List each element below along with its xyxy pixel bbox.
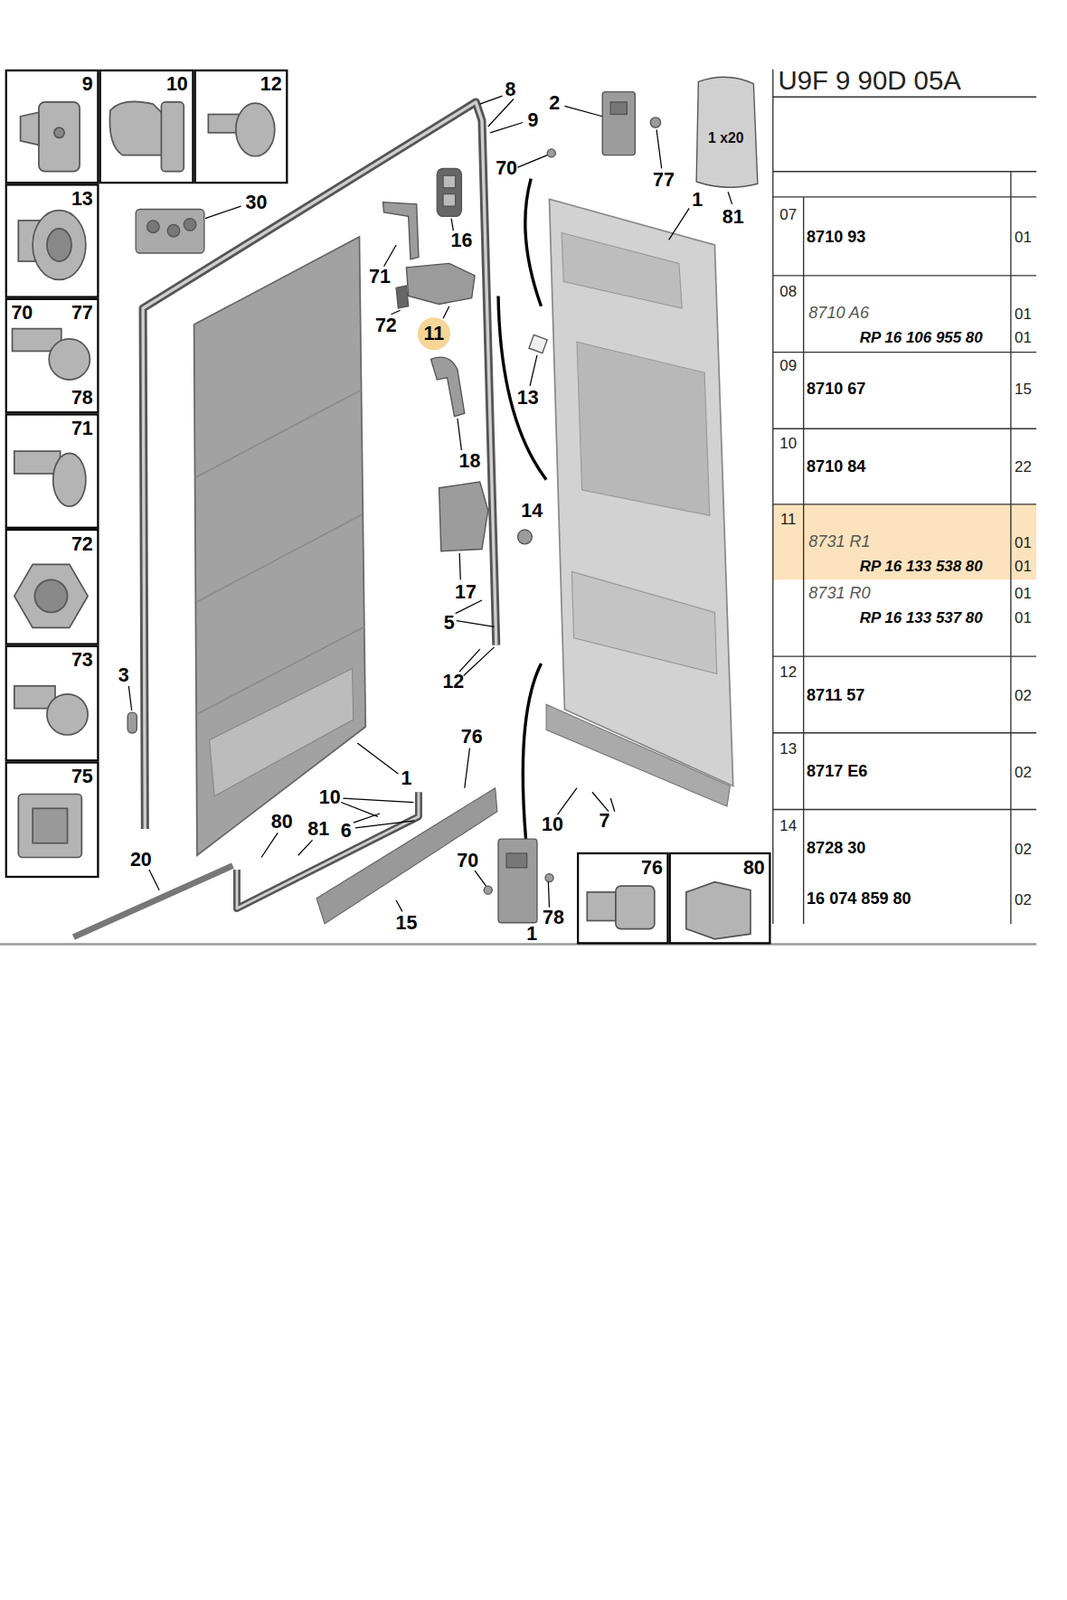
part-reference: 8710 84 [806,457,866,476]
callout-number: 76 [641,856,663,879]
row-index: 13 [779,739,797,757]
quantity-cell: 01 [1014,304,1032,322]
row-index: 10 [779,434,797,452]
callout-number: 20 [130,848,152,871]
callout-number: 1 [400,767,412,791]
part-thumbnail-box: 75 [5,761,100,879]
part-reference: RP 16 133 537 80 [859,609,983,627]
part-reference: RP 16 133 538 80 [859,557,983,575]
callout-number: 12 [260,73,283,96]
callout-number: 10 [166,73,189,96]
callout-number: 17 [454,581,477,605]
callout-number: 80 [271,811,293,834]
part-reference: RP 16 106 955 80 [859,328,983,346]
callout-number: 13 [71,188,94,211]
quantity-cell: 01 [1014,328,1032,346]
part-thumbnail-box: 10 [99,69,195,184]
callout-number: 14 [520,500,543,523]
row-index: 09 [779,357,797,375]
row-index: 07 [779,206,797,224]
quantity-cell: 02 [1014,686,1032,704]
callout-number: 72 [71,532,94,556]
quantity-cell: 01 [1014,584,1032,602]
callout-number: 8 [505,78,517,102]
callout-number: 30 [245,191,267,215]
part-reference: 8710 67 [806,379,866,398]
quantity-note: 1 x20 [708,129,745,146]
callout-number: 2 [548,92,560,115]
callout-number: 78 [71,387,94,410]
callout-number: 72 [375,314,397,338]
callout-number: 12 [442,670,464,694]
callout-number: 6 [340,820,352,843]
part-thumbnail-box: 73 [5,645,100,763]
quantity-cell: 15 [1014,380,1032,398]
part-thumbnail-box: 72 [5,528,100,646]
row-index: 11 [780,509,797,528]
callout-number: 9 [82,73,94,96]
callout-number: 78 [542,906,565,930]
part-reference: 8717 E6 [806,763,868,782]
callout-number: 9 [527,109,539,133]
callout-number: 70 [456,849,479,872]
quantity-cell: 01 [1014,227,1032,246]
part-thumbnail-box: 13 [5,183,100,298]
part-reference: 8710 93 [806,227,866,246]
callout-number: 75 [71,765,94,789]
part-thumbnail-box: 76 [576,852,670,945]
row-index: 12 [779,662,797,680]
callout-number: 81 [307,817,330,841]
callout-number: 5 [443,611,455,634]
callout-number: 71 [368,265,391,289]
part-reference: 8711 57 [806,686,865,705]
callout-number: 70 [10,302,33,325]
quantity-cell: 22 [1014,457,1032,475]
quantity-cell: 02 [1014,890,1032,908]
callout-number: 16 [450,229,473,253]
callout-number: 73 [71,649,94,672]
callout-number: 81 [722,206,745,229]
quantity-cell: 02 [1014,840,1032,858]
part-thumbnail-box: 80 [669,852,772,945]
part-thumbnail-box: 9 [5,69,100,184]
part-thumbnail-box: 70 77 78 [5,298,100,415]
callout-number: 13 [517,387,539,410]
quantity-cell: 01 [1014,609,1032,627]
callout-number: 1 [526,923,538,946]
part-reference: 8731 R0 [808,584,870,603]
callout-number: 18 [458,450,481,473]
callout-number: 15 [395,911,417,935]
part-reference: 8728 30 [806,839,866,858]
callout-number: 10 [541,813,564,837]
callout-number: 11 [424,322,445,346]
part-thumbnail-box: 71 [5,413,100,529]
callout-number: 77 [71,302,94,325]
quantity-cell: 01 [1014,557,1032,575]
part-reference: 16 074 859 80 [806,890,912,909]
callout-number: 1 [691,188,703,212]
quantity-cell: 01 [1014,533,1032,551]
row-index: 14 [779,816,797,834]
callout-number: 80 [743,856,765,879]
callout-number: 71 [71,417,94,441]
callout-number: 77 [652,168,675,191]
callout-number: 10 [319,785,341,809]
quantity-cell: 02 [1014,763,1032,781]
row-index: 08 [779,282,797,300]
part-thumbnail-box: 12 [194,69,289,184]
callout-number: 7 [599,809,611,832]
callout-number: 76 [461,726,483,749]
callout-number: 3 [118,664,130,688]
table-heading: U9F 9 90D 05A [777,65,961,97]
part-reference: 8731 R1 [808,532,870,551]
part-reference: 8710 A6 [808,303,869,322]
callout-number: 70 [495,157,518,180]
